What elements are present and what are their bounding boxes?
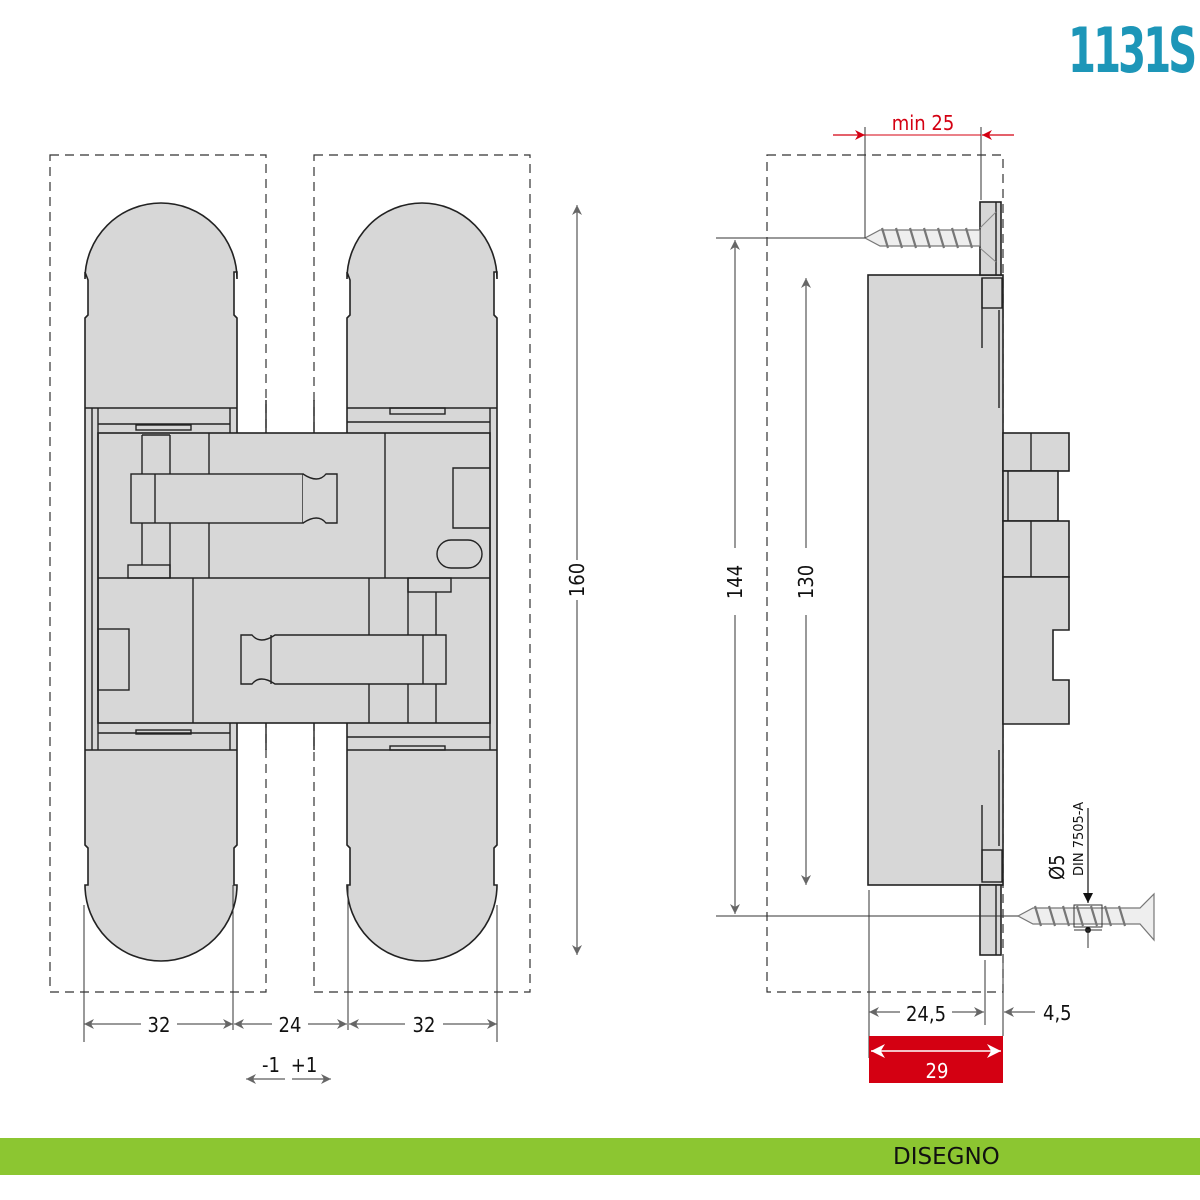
dim-plate-thickness: 4,5	[1043, 1001, 1072, 1025]
link-arm-upper	[130, 473, 338, 524]
product-code-logo: 1131S	[1068, 14, 1197, 87]
dim-screw-spacing: 144	[723, 565, 747, 599]
dim-height: 160	[565, 563, 589, 597]
dim-body-length: 130	[794, 565, 818, 599]
screw-diameter: Ø5	[1045, 854, 1069, 880]
footer-label: DISEGNO	[893, 1144, 1000, 1170]
link-arm-lower	[240, 634, 447, 685]
front-view: 160 32 24 32 -1 +1	[49, 154, 589, 1084]
mount-plate-bottom	[979, 884, 1002, 956]
dim-total-depth: 29	[926, 1059, 949, 1083]
screw-top	[863, 211, 997, 263]
hinge-arm-side	[1002, 432, 1070, 725]
dim-gap: 24	[279, 1013, 302, 1037]
screw-standard: DIN 7505-A	[1072, 802, 1087, 876]
hinge-body-side	[867, 274, 1004, 886]
dim-width-left: 32	[148, 1013, 171, 1037]
dim-min-depth: min 25	[892, 111, 955, 135]
frame-outline	[766, 154, 1004, 993]
screw-bottom	[1016, 892, 1155, 948]
side-view: Ø5 DIN 7505-A min 25 144 130 24,5 4,5 29	[716, 111, 1155, 1083]
dim-adjust-minus: -1	[262, 1053, 280, 1077]
footer-bar: DISEGNO	[0, 1138, 1200, 1175]
dim-body-depth: 24,5	[906, 1002, 946, 1026]
dim-adjust-plus: +1	[291, 1053, 318, 1077]
mount-plate-top	[979, 201, 1002, 276]
dim-width-right: 32	[413, 1013, 436, 1037]
total-depth-badge: 29	[869, 1036, 1003, 1083]
